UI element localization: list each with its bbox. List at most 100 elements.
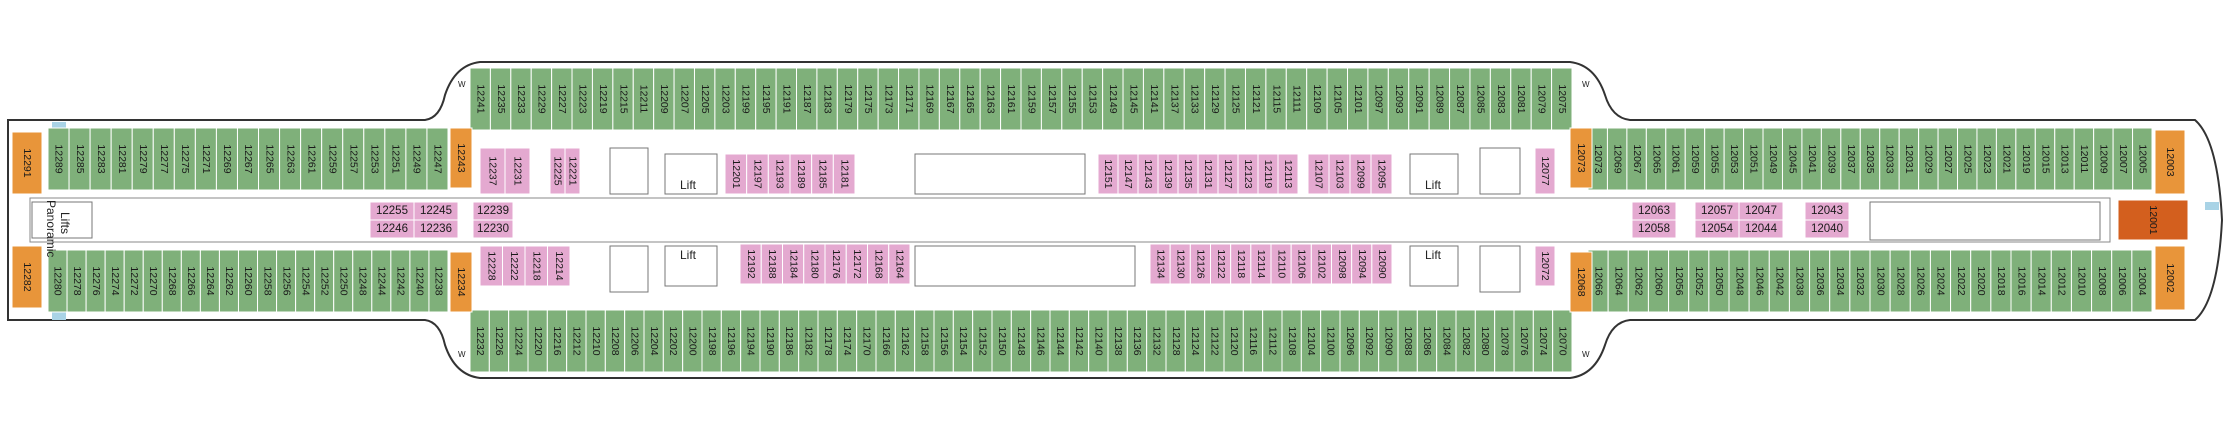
cabin-12162[interactable]: 12162: [894, 309, 916, 373]
cabin-12178[interactable]: 12178: [817, 309, 838, 373]
cabin-12230[interactable]: 12230: [472, 219, 514, 239]
cabin-12128[interactable]: 12128: [1165, 309, 1186, 373]
cabin-12182[interactable]: 12182: [798, 309, 819, 373]
cabin-12222[interactable]: 12222: [502, 245, 526, 287]
cabin-12106[interactable]: 12106: [1290, 243, 1312, 285]
cabin-12247[interactable]: 12247: [426, 127, 449, 191]
cabin-12231[interactable]: 12231: [504, 147, 531, 195]
cabin-12069[interactable]: 12069: [1606, 127, 1628, 191]
cabin-12058[interactable]: 12058: [1631, 219, 1677, 239]
cabin-12275[interactable]: 12275: [173, 127, 196, 191]
cabin-12215[interactable]: 12215: [612, 67, 634, 131]
cabin-12012[interactable]: 12012: [2050, 249, 2072, 313]
cabin-12277[interactable]: 12277: [152, 127, 175, 191]
cabin-12149[interactable]: 12149: [1102, 67, 1124, 131]
cabin-12227[interactable]: 12227: [551, 67, 573, 131]
cabin-12176[interactable]: 12176: [824, 243, 847, 285]
cabin-12023[interactable]: 12023: [1976, 127, 1997, 191]
cabin-12002[interactable]: 12002: [2154, 245, 2186, 311]
cabin-12179[interactable]: 12179: [836, 67, 859, 131]
cabin-12077[interactable]: 12077: [1534, 147, 1556, 195]
cabin-12191[interactable]: 12191: [775, 67, 798, 131]
cabin-12167[interactable]: 12167: [938, 67, 961, 131]
cabin-12046[interactable]: 12046: [1748, 249, 1770, 313]
cabin-12110[interactable]: 12110: [1270, 243, 1292, 285]
cabin-12048[interactable]: 12048: [1728, 249, 1750, 313]
cabin-12123[interactable]: 12123: [1237, 153, 1259, 195]
cabin-12010[interactable]: 12010: [2070, 249, 2093, 313]
cabin-12009[interactable]: 12009: [2093, 127, 2114, 191]
cabin-12271[interactable]: 12271: [194, 127, 217, 191]
cabin-12229[interactable]: 12229: [530, 67, 553, 131]
cabin-12033[interactable]: 12033: [1879, 127, 1900, 191]
cabin-12039[interactable]: 12039: [1820, 127, 1842, 191]
cabin-12076[interactable]: 12076: [1513, 309, 1534, 373]
cabin-12198[interactable]: 12198: [701, 309, 722, 373]
cabin-12205[interactable]: 12205: [693, 67, 716, 131]
cabin-12281[interactable]: 12281: [110, 127, 133, 191]
cabin-12025[interactable]: 12025: [1957, 127, 1978, 191]
cabin-12233[interactable]: 12233: [510, 67, 532, 131]
cabin-12210[interactable]: 12210: [585, 309, 606, 373]
cabin-12126[interactable]: 12126: [1189, 243, 1212, 285]
cabin-12096[interactable]: 12096: [1339, 309, 1360, 373]
cabin-12279[interactable]: 12279: [131, 127, 154, 191]
cabin-12255[interactable]: 12255: [369, 201, 415, 221]
cabin-12144[interactable]: 12144: [1049, 309, 1070, 373]
cabin-12065[interactable]: 12065: [1645, 127, 1667, 191]
cabin-12087[interactable]: 12087: [1449, 67, 1471, 131]
cabin-12029[interactable]: 12029: [1918, 127, 1939, 191]
cabin-12067[interactable]: 12067: [1626, 127, 1647, 191]
cabin-12101[interactable]: 12101: [1347, 67, 1369, 131]
cabin-12130[interactable]: 12130: [1169, 243, 1191, 285]
cabin-12150[interactable]: 12150: [991, 309, 1012, 373]
cabin-12052[interactable]: 12052: [1688, 249, 1710, 313]
cabin-12131[interactable]: 12131: [1197, 153, 1219, 195]
cabin-12203[interactable]: 12203: [714, 67, 736, 131]
cabin-12122[interactable]: 12122: [1210, 243, 1232, 285]
cabin-12036[interactable]: 12036: [1809, 249, 1831, 313]
cabin-12090[interactable]: 12090: [1371, 243, 1393, 285]
cabin-12274[interactable]: 12274: [104, 249, 125, 313]
cabin-12250[interactable]: 12250: [333, 249, 354, 313]
cabin-12282[interactable]: 12282: [11, 245, 43, 309]
cabin-12259[interactable]: 12259: [321, 127, 344, 191]
cabin-12093[interactable]: 12093: [1387, 67, 1410, 131]
cabin-12056[interactable]: 12056: [1668, 249, 1690, 313]
cabin-12011[interactable]: 12011: [2073, 127, 2095, 191]
cabin-12122[interactable]: 12122: [1204, 309, 1225, 373]
cabin-12049[interactable]: 12049: [1762, 127, 1783, 191]
cabin-12084[interactable]: 12084: [1436, 309, 1457, 373]
cabin-12082[interactable]: 12082: [1455, 309, 1476, 373]
cabin-12155[interactable]: 12155: [1061, 67, 1083, 131]
cabin-12204[interactable]: 12204: [643, 309, 664, 373]
cabin-12026[interactable]: 12026: [1909, 249, 1931, 313]
cabin-12244[interactable]: 12244: [371, 249, 392, 313]
cabin-12064[interactable]: 12064: [1607, 249, 1629, 313]
cabin-12268[interactable]: 12268: [161, 249, 182, 313]
cabin-12249[interactable]: 12249: [405, 127, 428, 191]
cabin-12174[interactable]: 12174: [836, 309, 858, 373]
cabin-12209[interactable]: 12209: [653, 67, 675, 131]
cabin-12075[interactable]: 12075: [1551, 67, 1573, 131]
cabin-12105[interactable]: 12105: [1326, 67, 1349, 131]
cabin-12201[interactable]: 12201: [724, 153, 748, 195]
cabin-12112[interactable]: 12112: [1262, 309, 1283, 373]
cabin-12015[interactable]: 12015: [2034, 127, 2056, 191]
cabin-12089[interactable]: 12089: [1428, 67, 1451, 131]
cabin-12214[interactable]: 12214: [547, 245, 571, 287]
cabin-12202[interactable]: 12202: [662, 309, 684, 373]
cabin-12189[interactable]: 12189: [789, 153, 813, 195]
cabin-12265[interactable]: 12265: [258, 127, 281, 191]
cabin-12005[interactable]: 12005: [2132, 127, 2153, 191]
cabin-12118[interactable]: 12118: [1230, 243, 1252, 285]
cabin-12097[interactable]: 12097: [1367, 67, 1389, 131]
cabin-12266[interactable]: 12266: [180, 249, 201, 313]
cabin-12194[interactable]: 12194: [740, 309, 761, 373]
cabin-12050[interactable]: 12050: [1708, 249, 1730, 313]
cabin-12103[interactable]: 12103: [1328, 153, 1351, 195]
cabin-12192[interactable]: 12192: [739, 243, 762, 285]
cabin-12242[interactable]: 12242: [390, 249, 411, 313]
cabin-12188[interactable]: 12188: [760, 243, 783, 285]
cabin-12269[interactable]: 12269: [215, 127, 238, 191]
